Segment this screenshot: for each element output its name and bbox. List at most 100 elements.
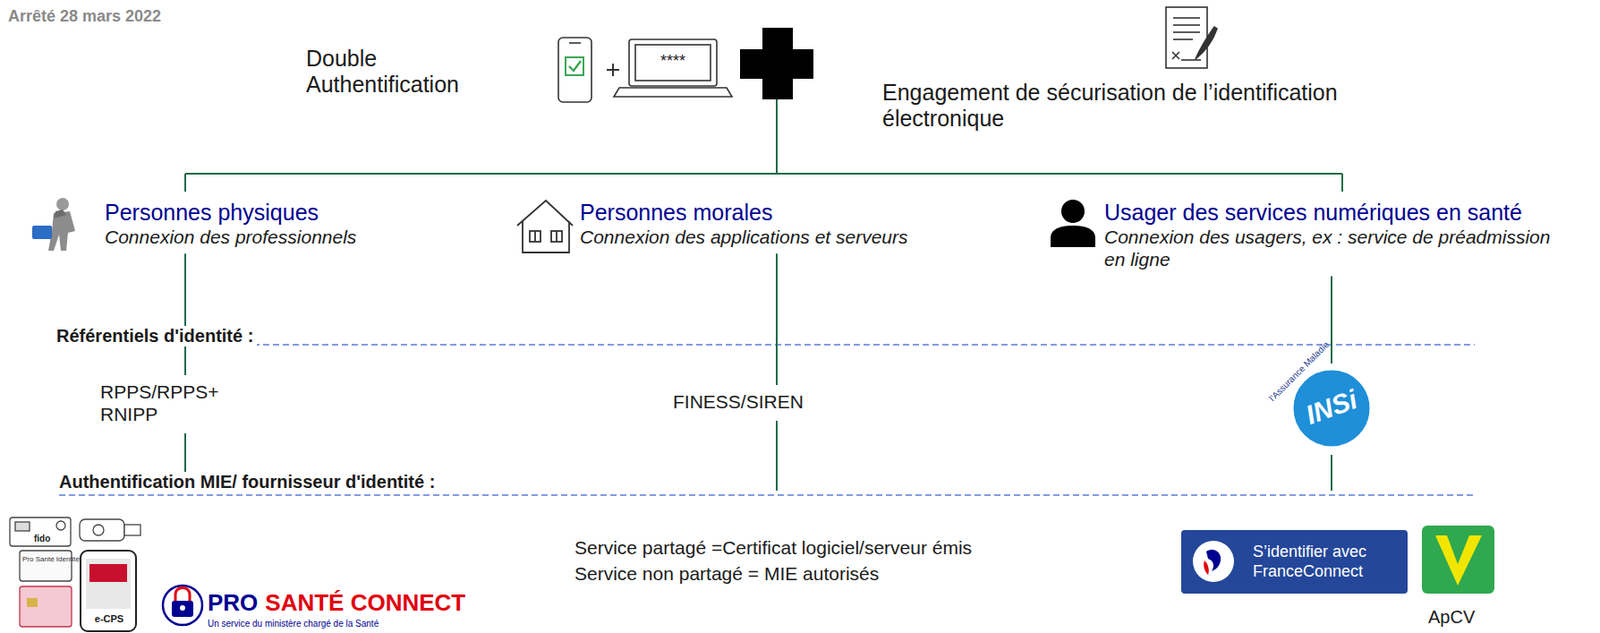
phone-icon [565, 57, 584, 76]
authentication-devices [80, 550, 137, 631]
authentication-devices [93, 524, 104, 536]
professional-icon [56, 197, 69, 211]
house-icon [529, 230, 541, 242]
professional-icon [48, 211, 76, 251]
professional-icon [32, 197, 76, 251]
dashed-divider [59, 493, 1475, 496]
category-block: Personnes moralesConnexion des applicati… [515, 198, 909, 248]
authentication-devices [9, 517, 141, 631]
laptop-icon [613, 39, 732, 97]
device-label: fido [34, 533, 51, 545]
professional-icon [32, 225, 52, 239]
logo-wordmark: SANTÉ CONNECT [264, 589, 466, 617]
authentication-devices [89, 563, 128, 582]
laptop-icon [629, 39, 717, 86]
category-description: Connexion des usagers, ex : service de p… [1104, 225, 1570, 271]
document-icon [1173, 38, 1193, 41]
referential-block: FINESS/SIREN [672, 390, 804, 413]
plus-sign [606, 63, 620, 77]
pro-sante-connect-logo [162, 585, 203, 625]
document-icon [1165, 7, 1208, 69]
user-icon [1061, 199, 1085, 223]
phone-icon [558, 37, 592, 103]
leader-line [1330, 454, 1333, 491]
password-mask: **** [635, 51, 711, 71]
insi-logo: l'Assurance MaladieINSi [1273, 340, 1390, 458]
tree-line [1341, 173, 1344, 192]
category-heading: Usager des services numériques en santé [1104, 198, 1570, 226]
franceconnect-logo [1192, 540, 1235, 582]
category-heading: Personnes physiques [104, 198, 357, 226]
connector-line [1330, 275, 1333, 364]
laptop-icon [613, 87, 732, 97]
black-cross [740, 27, 814, 100]
authentication-devices [9, 517, 71, 546]
authentication-devices [15, 521, 30, 531]
tree-line [185, 172, 1343, 175]
logo-tagline: Un service du ministère chargé de la San… [207, 618, 379, 630]
leader-line [775, 420, 778, 491]
authentication-devices [85, 558, 131, 609]
phone-icon [569, 60, 581, 71]
logo-caption: ApCV [1428, 606, 1475, 628]
referential-block: RPPS/RPPS+ RNIPP [100, 380, 228, 426]
authentication-devices [19, 586, 72, 627]
laptop-icon [635, 44, 711, 81]
tree-line [184, 173, 187, 192]
section-label: Référentiels d'identité : [56, 325, 257, 347]
user-icon [1050, 199, 1096, 247]
professional-icon [53, 209, 67, 219]
house-icon [517, 200, 573, 253]
button-text: S’identifier avec FranceConnect [1252, 542, 1396, 581]
phone-icon [558, 37, 592, 103]
franceconnect-logo [1181, 529, 1253, 594]
pro-sante-connect-logo [162, 585, 203, 625]
category-description: Connexion des applications et serveurs [579, 225, 909, 248]
plus-sign [612, 63, 614, 77]
house-icon [517, 200, 573, 226]
franceconnect-logo [1203, 560, 1209, 575]
authentication-devices [124, 524, 141, 536]
referential-name: FINESS/SIREN [672, 390, 804, 413]
feature-label: Engagement de sécurisation de l’identifi… [882, 79, 1429, 132]
connector-line [184, 253, 187, 375]
pro-sante-connect-logo [171, 600, 194, 617]
document-icon [1181, 59, 1201, 61]
apcv-logo [1421, 525, 1495, 594]
logo-wordmark: PRO [207, 589, 258, 617]
tree-line [185, 99, 1343, 192]
phone-icon [569, 42, 581, 44]
card-label: Pro Santé Identité [22, 554, 80, 563]
apcv-logo [1435, 535, 1482, 586]
house-icon [555, 230, 558, 242]
user-icon [1050, 225, 1096, 247]
referential-name: RPPS/RPPS+ RNIPP [100, 380, 228, 426]
document-icon [1195, 26, 1218, 60]
category-description: Connexion des professionnels [104, 225, 357, 248]
dashed-divider [56, 344, 1475, 495]
pro-sante-connect-logo [179, 604, 186, 611]
category-block: Usager des services numériques en santéC… [1050, 198, 1570, 271]
apcv-logo [1421, 525, 1495, 594]
document-icon [1165, 7, 1218, 69]
tree-line [775, 99, 778, 174]
house-icon [551, 230, 562, 242]
document-icon [1172, 51, 1180, 60]
note: Service partagé =Certificat logiciel/ser… [574, 536, 972, 559]
connector-line [775, 253, 778, 385]
authentication-devices [26, 597, 38, 607]
dashed-divider [56, 343, 1475, 346]
authentication-devices [56, 520, 66, 530]
black-cross [740, 49, 814, 79]
document-icon [1173, 31, 1200, 34]
section-label: Authentification MIE/ fournisseur d'iden… [59, 471, 439, 493]
document-icon [1173, 17, 1200, 19]
document-icon [1173, 24, 1200, 26]
feature-label: Double Authentification [306, 45, 499, 98]
category-block: Personnes physiquesConnexion des profess… [30, 198, 357, 248]
house-icon [522, 221, 570, 253]
date-note: Arrêté 28 mars 2022 [8, 7, 162, 26]
pro-sante-connect-logo [175, 587, 190, 603]
category-heading: Personnes morales [579, 198, 909, 226]
authentication-devices [79, 519, 125, 541]
